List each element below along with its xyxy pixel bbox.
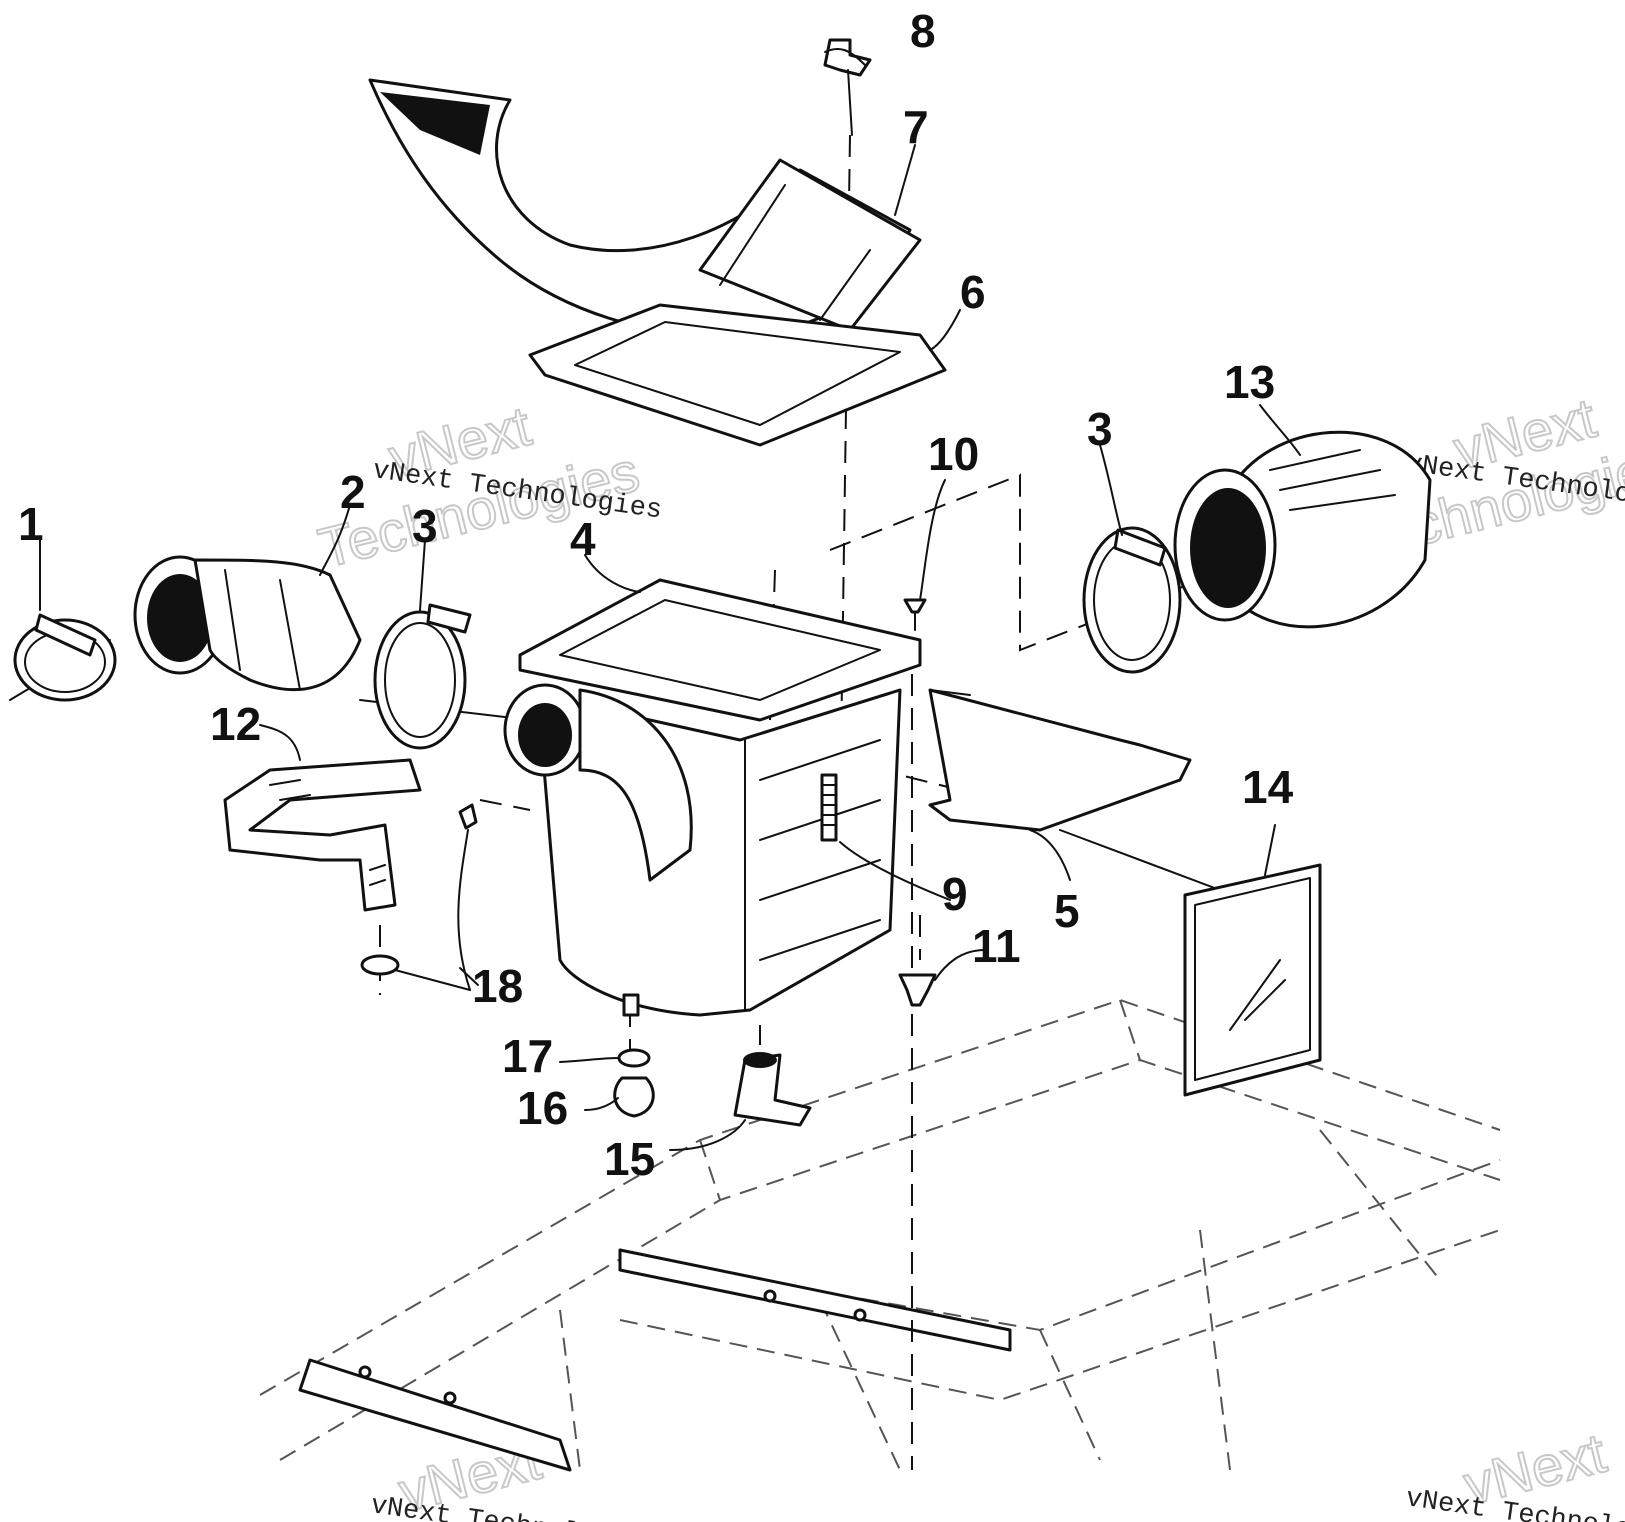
callout-10: 10 xyxy=(928,428,979,480)
part-drain-cap xyxy=(613,1076,655,1118)
part-base-plate xyxy=(928,688,1192,832)
callout-15: 15 xyxy=(604,1133,655,1185)
callout-2: 2 xyxy=(340,466,366,518)
callout-7: 7 xyxy=(903,101,929,153)
callout-12: 12 xyxy=(210,698,261,750)
part-air-filter xyxy=(1173,430,1432,629)
part-callouts: 1 2 3 3 4 5 6 7 8 9 10 11 12 13 14 15 16… xyxy=(18,5,1294,1185)
callout-13: 13 xyxy=(1224,356,1275,408)
callout-16: 16 xyxy=(517,1082,568,1134)
callout-5: 5 xyxy=(1054,885,1080,937)
part-grommet xyxy=(898,973,937,1007)
part-clamp-left xyxy=(373,603,472,750)
callout-18: 18 xyxy=(472,960,523,1012)
part-intake-boot xyxy=(133,555,362,692)
part-filter-panel xyxy=(1183,863,1322,1097)
leader-lines xyxy=(39,47,1301,1151)
part-drain-clamp xyxy=(617,1048,651,1068)
part-air-box xyxy=(503,578,922,1017)
watermark-bottom-right: vNext vNext Technologies xyxy=(1404,1420,1625,1522)
vehicle-frame xyxy=(259,998,1501,1472)
callout-4: 4 xyxy=(570,513,596,565)
callout-9: 9 xyxy=(942,868,968,920)
part-mount-bracket xyxy=(733,1052,812,1127)
callout-14: 14 xyxy=(1242,761,1294,813)
part-gasket-top xyxy=(528,303,947,447)
callout-1: 1 xyxy=(18,498,44,550)
part-breather-hose xyxy=(223,758,422,912)
callout-17: 17 xyxy=(502,1030,553,1082)
part-clamp-right xyxy=(1082,526,1182,674)
part-intake-cover xyxy=(368,78,922,338)
part-hose-clamps xyxy=(360,803,478,991)
callout-3-right: 3 xyxy=(1087,403,1113,455)
callout-11: 11 xyxy=(972,920,1021,972)
part-clamp-far-left xyxy=(13,613,117,702)
part-clip xyxy=(823,38,872,136)
callout-3-left: 3 xyxy=(412,500,438,552)
callout-8: 8 xyxy=(910,5,936,57)
watermarks: vNext Technologies vNext Technologies vN… xyxy=(312,385,1625,1522)
part-screw xyxy=(903,598,927,631)
callout-6: 6 xyxy=(960,266,986,318)
